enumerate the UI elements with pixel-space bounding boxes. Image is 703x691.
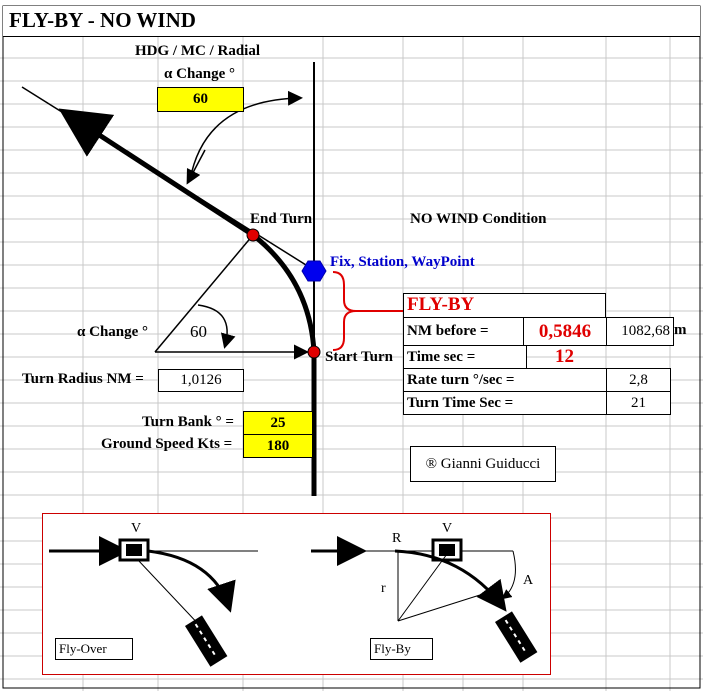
flyby-a-label: A: [523, 573, 534, 588]
flyby-angle-arc: [501, 550, 516, 600]
ground-speed-label: Ground Speed Kts =: [101, 436, 233, 452]
heading-label: HDG / MC / Radial: [135, 43, 261, 59]
author-credit: ® Gianni Guiducci: [410, 446, 556, 482]
title-bar: FLY-BY - NO WIND: [3, 6, 700, 37]
nm-before-value: 0,5846: [523, 317, 607, 346]
flyby-diag-line: [397, 593, 484, 622]
time-sec-label: Time sec =: [403, 345, 527, 369]
rate-turn-label: Rate turn °/sec =: [403, 368, 609, 392]
end-turn-point: [246, 228, 260, 242]
flyby-r-label: R: [392, 531, 402, 546]
flyover-caption: Fly-Over: [55, 638, 133, 660]
turn-time-value: 21: [606, 391, 671, 415]
alpha-change-top-label: α Change °: [164, 66, 236, 82]
flyover-v-label: V: [131, 521, 141, 536]
end-turn-label: End Turn: [250, 211, 313, 227]
outbound-track-arrow: [58, 108, 255, 238]
angle-arc: [197, 304, 236, 349]
page-title: FLY-BY - NO WIND: [9, 8, 196, 32]
start-turn-label: Start Turn: [325, 349, 393, 365]
alpha-arc-top-start: [186, 149, 206, 185]
flyby-runway-icon: [495, 611, 538, 663]
flyover-turn: [147, 549, 236, 613]
flyby-small-r-label: r: [381, 581, 386, 596]
angle-value: 60: [190, 322, 207, 341]
results-header-cell: FLY-BY: [403, 293, 606, 318]
meters-unit: m: [674, 322, 687, 338]
turn-radius-value: 1,0126: [158, 369, 244, 392]
radius-line-top: [154, 234, 254, 353]
results-heading: FLY-BY: [407, 294, 475, 315]
nm-before-meters: 1082,68: [606, 317, 674, 346]
flyover-station-inner-icon: [126, 544, 142, 556]
illustration-panel: V R V r A Fly-Over Fly-By: [42, 513, 551, 675]
flyover-runway-icon: [185, 615, 228, 667]
flyby-station-inner-icon: [439, 544, 455, 556]
flyby-v-label: V: [442, 521, 452, 536]
alpha-change-top-input[interactable]: 60: [157, 87, 244, 112]
turn-bank-input[interactable]: 25: [243, 411, 313, 435]
ground-speed-input[interactable]: 180: [243, 434, 313, 458]
flyby-bracket: [332, 271, 357, 351]
flyby-caption: Fly-By: [370, 638, 433, 660]
no-wind-condition-label: NO WIND Condition: [410, 211, 547, 227]
flyover-radius: [137, 559, 204, 630]
start-turn-point: [307, 345, 321, 359]
fix-station-waypoint-label: Fix, Station, WayPoint: [330, 254, 475, 270]
flyover-flyby-illustration: V R V r A: [49, 521, 538, 667]
flyby-turn: [394, 549, 507, 612]
waypoint-hexagon-icon: [301, 260, 327, 282]
time-sec-value: 12: [555, 346, 574, 367]
alpha-change-side-label: α Change °: [77, 324, 149, 340]
turn-arc: [251, 233, 317, 353]
flyby-base-line: [397, 553, 448, 622]
rate-turn-value: 2,8: [606, 368, 671, 392]
turn-time-label: Turn Time Sec =: [403, 391, 609, 415]
alpha-arc-top: [189, 90, 303, 181]
nm-before-label: NM before =: [403, 317, 527, 346]
turn-bank-label: Turn Bank ° =: [142, 414, 234, 430]
turn-radius-label: Turn Radius NM =: [22, 371, 144, 387]
